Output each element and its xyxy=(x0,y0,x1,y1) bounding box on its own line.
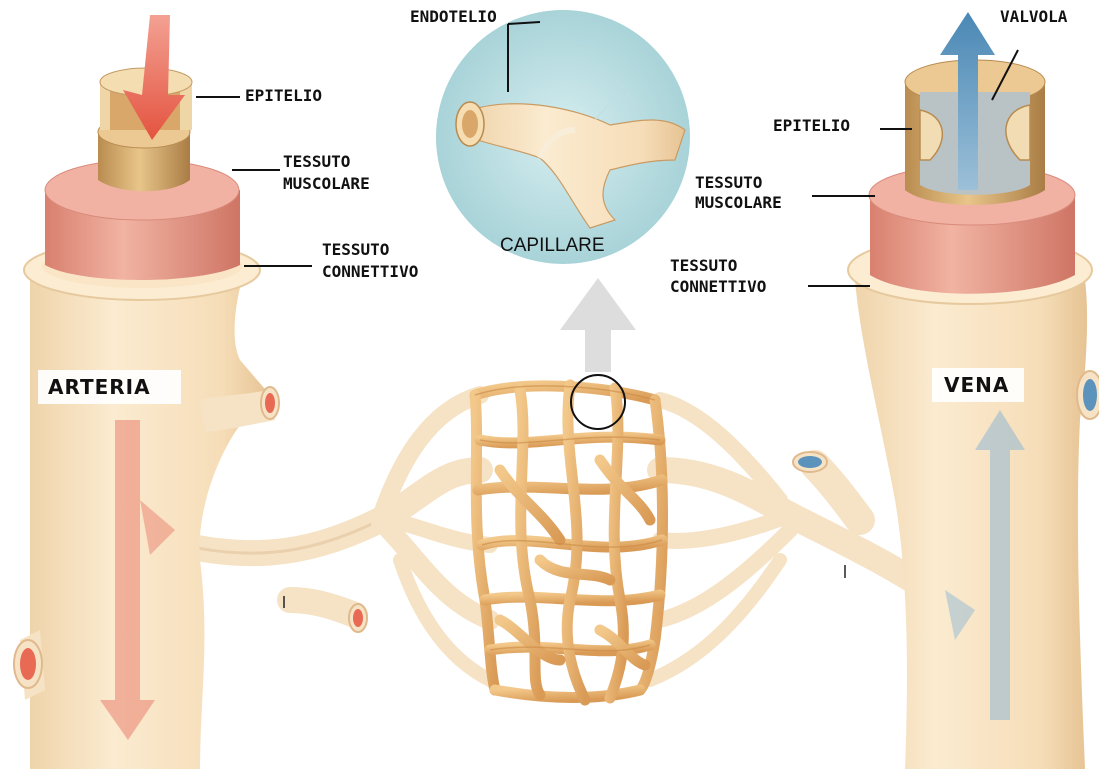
artery-muscle-label-line2: MUSCOLARE xyxy=(283,174,370,193)
artery: ARTERIA xyxy=(14,15,279,769)
zoom-arrow xyxy=(560,278,636,372)
artery-muscle-label-line1: TESSUTO xyxy=(283,152,350,171)
artery-connective-label-line2: CONNETTIVO xyxy=(322,262,418,281)
artery-epithelium-label: EPITELIO xyxy=(245,86,322,105)
vein-epithelium-label: EPITELIO xyxy=(773,116,850,135)
vein-connective-label-line2: CONNETTIVO xyxy=(670,277,766,296)
artery-label: ARTERIA xyxy=(48,375,151,399)
artery-connective-label-line1: TESSUTO xyxy=(322,240,389,259)
vein: VENA xyxy=(848,12,1099,769)
vein-muscle-label-line1: TESSUTO xyxy=(695,173,762,192)
vein-connective-label-line1: TESSUTO xyxy=(670,256,737,275)
endothelium-label: ENDOTELIO xyxy=(410,7,497,26)
vein-muscle-label-line2: MUSCOLARE xyxy=(695,193,782,212)
valve-label: VALVOLA xyxy=(1000,7,1068,26)
vein-label: VENA xyxy=(944,373,1009,397)
capillary-label: CAPILLARE xyxy=(500,235,605,256)
capillary-network xyxy=(160,375,960,700)
capillary-detail: CAPILLARE xyxy=(436,10,690,264)
